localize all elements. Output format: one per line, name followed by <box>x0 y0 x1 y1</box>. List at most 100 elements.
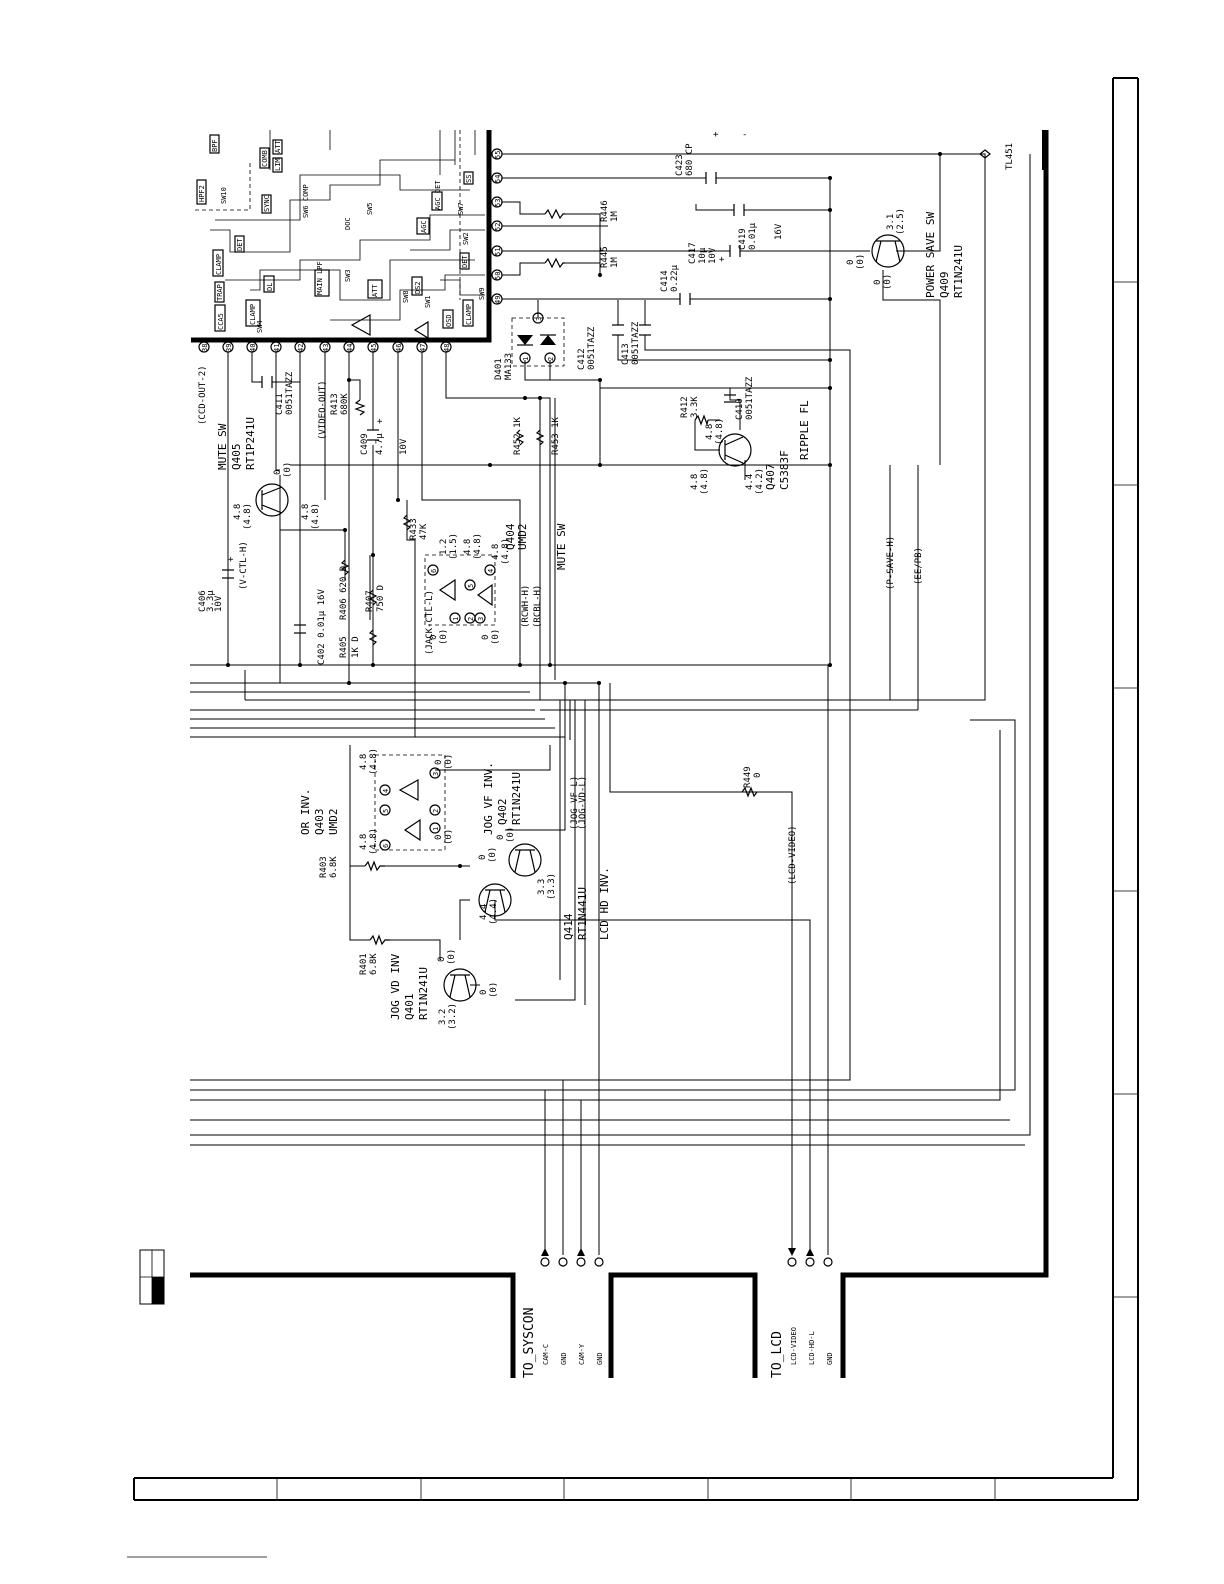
part-label: C409 <box>360 433 370 455</box>
svg-text:38: 38 <box>201 344 209 352</box>
part-label: 1M <box>610 211 620 222</box>
resistor-r446 <box>544 208 565 220</box>
part-label: 0051TAZZ <box>631 321 641 365</box>
q403-part: UMD2 <box>327 809 340 836</box>
lcd-pin-label: GND <box>826 1352 834 1365</box>
part-label: C413 <box>621 343 631 365</box>
svg-text:SW6 COMP: SW6 COMP <box>302 184 310 218</box>
transistor-q402 <box>508 843 542 877</box>
lcd-pin-label: LCD-VIDEO <box>790 1327 798 1365</box>
signal-label: (V-CTL-H) <box>239 541 249 590</box>
transistor-q407 <box>718 433 752 467</box>
voltage-label: 4.8 <box>463 539 473 555</box>
svg-text:SW7: SW7 <box>457 202 465 215</box>
svg-text:LIM: LIM <box>274 158 282 171</box>
resistor-r453 <box>535 429 545 446</box>
resistor-r407 <box>368 589 378 606</box>
pin-number: 2 <box>547 357 555 361</box>
capacitor-c406 <box>222 569 234 579</box>
signal-label: (JOG-VD-L) <box>578 776 588 830</box>
svg-text:TRAP: TRAP <box>216 284 224 301</box>
q401-ref: Q401 <box>403 994 416 1021</box>
part-label: R407 <box>365 590 375 612</box>
board-boundary <box>190 130 1049 1378</box>
signal-label: (JACK-CTL-L) <box>425 590 435 655</box>
transistor-q403 <box>374 754 446 851</box>
ic-pin: 54 <box>491 172 503 184</box>
part-label: 0051TAZZ <box>587 326 597 370</box>
part-label: 0 <box>753 773 763 778</box>
svg-text:44: 44 <box>346 344 354 352</box>
q403-ref: Q403 <box>313 809 326 836</box>
part-label: C410 <box>735 398 745 420</box>
svg-text:BPF: BPF <box>211 139 219 152</box>
part-label: 0.01µ <box>748 222 758 250</box>
q409-function: POWER SAVE SW <box>924 212 937 298</box>
voltage-label: (4.8) <box>369 748 379 775</box>
ic-pin: 41 <box>270 341 282 353</box>
svg-text:SW9: SW9 <box>478 287 486 300</box>
svg-text:43: 43 <box>322 344 330 352</box>
polarity-mark: + <box>377 417 383 427</box>
svg-text:53: 53 <box>494 199 502 207</box>
q407-ref: Q407 <box>764 464 777 491</box>
ic-pin: 48 <box>440 341 452 353</box>
voltage-label: (0) <box>491 629 501 645</box>
ic-pin: 44 <box>343 341 355 353</box>
part-label: R412 <box>680 396 690 418</box>
pin-number: 1 <box>522 357 530 361</box>
part-label: C411 <box>275 393 285 415</box>
signal-label: (CCD-OUT-2) <box>198 365 208 425</box>
svg-text:AGC: AGC <box>420 220 428 233</box>
part-label: 3.3µ <box>206 590 216 612</box>
diode-d401 <box>511 312 565 367</box>
svg-text:SW4: SW4 <box>256 320 264 333</box>
ic-pin: 42 <box>294 341 306 353</box>
pin-number: 3 <box>432 772 440 776</box>
pin-number: 2 <box>432 809 440 813</box>
svg-text:42: 42 <box>297 344 305 352</box>
q409-ref: Q409 <box>938 272 951 299</box>
pin-number: 2 <box>467 617 475 621</box>
resistor-r412 <box>694 414 709 427</box>
svg-text:46: 46 <box>395 344 403 352</box>
part-label: C406 <box>198 590 208 612</box>
capacitor-c419 <box>733 204 745 216</box>
part-label: C402 0.01µ 16V <box>317 589 327 665</box>
voltage-label: 0 <box>479 990 489 995</box>
voltage-label: 3.2 <box>438 1009 448 1025</box>
voltage-label: (4.8) <box>369 828 379 855</box>
voltage-label: 0 <box>434 835 444 840</box>
voltage-label: (4.2) <box>755 468 765 495</box>
svg-text:50: 50 <box>494 272 502 280</box>
voltage-label: 0 <box>434 760 444 765</box>
part-label: C412 <box>577 348 587 370</box>
voltage-label: (0) <box>444 754 454 770</box>
q414-part: RT1N441U <box>576 887 589 940</box>
q404-ref: Q404 <box>504 523 517 550</box>
voltage-label: (4.4) <box>489 898 499 925</box>
voltage-label: 4.8 <box>491 544 501 560</box>
svg-text:ATT: ATT <box>274 140 282 153</box>
voltage-label: 4.4 <box>479 904 489 920</box>
lcd-title: TO_LCD <box>770 1331 785 1378</box>
part-label: R406 620 D <box>339 566 349 620</box>
voltage-label: (0) <box>283 462 293 478</box>
voltage-label: (0) <box>488 847 498 863</box>
q409-part: RT1N241U <box>952 245 965 298</box>
voltage-label: (0) <box>444 829 454 845</box>
voltage-label: 0 <box>873 280 883 285</box>
legend-box <box>139 1249 165 1305</box>
voltage-label: 3.3 <box>537 879 547 895</box>
pin-number: 4 <box>487 569 495 573</box>
q405-part: RT1P241U <box>244 417 257 470</box>
ic-pin: 51 <box>491 245 503 257</box>
ic-pin: 55 <box>491 148 503 160</box>
syscon-pin-label: CAM-Y <box>578 1343 586 1365</box>
part-label: D401 <box>494 358 504 380</box>
svg-text:SW10: SW10 <box>220 187 228 204</box>
svg-text:SW2: SW2 <box>462 232 470 245</box>
part-label: 16V <box>774 223 784 240</box>
voltage-label: (4.8) <box>243 503 253 530</box>
